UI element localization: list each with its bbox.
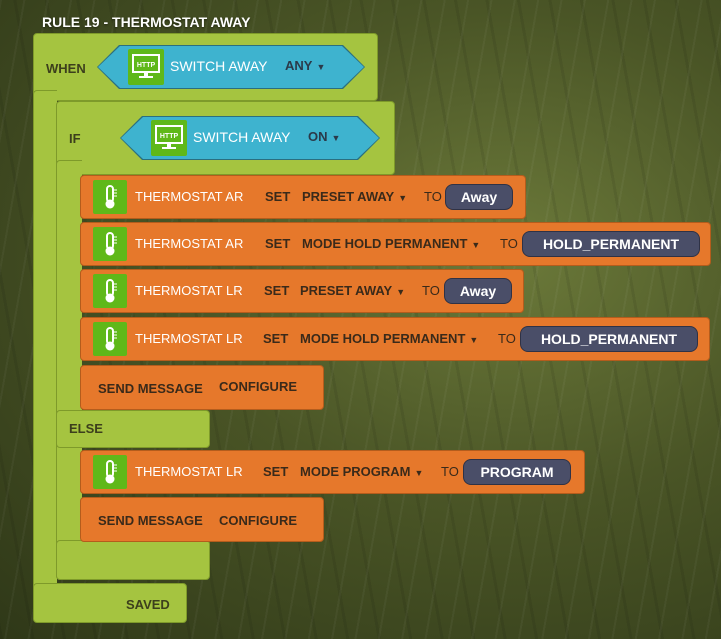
- send-message-block[interactable]: SEND MESSAGE CONFIGURE: [80, 365, 324, 410]
- action-to-label: TO: [500, 236, 518, 251]
- chevron-down-icon: ▼: [396, 287, 406, 297]
- action-device: THERMOSTAT LR: [135, 331, 243, 346]
- chevron-down-icon: ▼: [471, 240, 481, 250]
- action-property-dropdown[interactable]: MODE PROGRAM▼: [300, 464, 423, 479]
- chevron-down-icon: ▼: [414, 468, 424, 478]
- else-block: [56, 410, 210, 448]
- action-block[interactable]: THERMOSTAT AR SET PRESET AWAY▼ TO Away: [80, 175, 526, 219]
- http-monitor-icon: HTTP: [151, 120, 187, 156]
- if-condition-block[interactable]: HTTP SWITCH AWAY ON▼: [121, 117, 379, 159]
- when-trigger-block[interactable]: HTTP SWITCH AWAY ANY▼: [98, 46, 364, 88]
- action-value-field[interactable]: HOLD_PERMANENT: [522, 231, 700, 257]
- send-message-label: SEND MESSAGE: [98, 513, 203, 528]
- if-condition-value: ON: [308, 129, 328, 144]
- action-to-label: TO: [424, 189, 442, 204]
- action-block[interactable]: THERMOSTAT AR SET MODE HOLD PERMANENT▼ T…: [80, 222, 711, 266]
- thermometer-icon: [93, 322, 127, 356]
- action-value-field[interactable]: PROGRAM: [463, 459, 571, 485]
- thermometer-icon: [93, 455, 127, 489]
- when-trigger-device: SWITCH AWAY: [170, 58, 268, 74]
- action-device: THERMOSTAT AR: [135, 236, 244, 251]
- action-block[interactable]: THERMOSTAT LR SET MODE PROGRAM▼ TO PROGR…: [80, 450, 585, 494]
- send-message-block[interactable]: SEND MESSAGE CONFIGURE: [80, 497, 324, 542]
- chevron-down-icon: ▼: [316, 62, 326, 72]
- action-to-label: TO: [441, 464, 459, 479]
- send-message-label: SEND MESSAGE: [98, 381, 203, 396]
- action-property: PRESET AWAY: [302, 189, 395, 204]
- svg-text:HTTP: HTTP: [160, 133, 179, 140]
- action-property: PRESET AWAY: [300, 283, 393, 298]
- action-verb: SET: [263, 464, 289, 479]
- thermometer-icon: [93, 227, 127, 261]
- action-property-dropdown[interactable]: MODE HOLD PERMANENT▼: [302, 236, 480, 251]
- chevron-down-icon: ▼: [331, 133, 341, 143]
- action-device: THERMOSTAT AR: [135, 189, 244, 204]
- action-verb: SET: [265, 189, 291, 204]
- action-property-dropdown[interactable]: PRESET AWAY▼: [302, 189, 407, 204]
- when-block-spine: [33, 90, 57, 620]
- http-monitor-icon: HTTP: [128, 49, 164, 85]
- action-property: MODE HOLD PERMANENT: [302, 236, 468, 251]
- if-block-spine: [56, 160, 82, 580]
- when-label: WHEN: [46, 61, 86, 76]
- action-block[interactable]: THERMOSTAT LR SET MODE HOLD PERMANENT▼ T…: [80, 317, 710, 361]
- send-message-value[interactable]: CONFIGURE: [219, 379, 297, 394]
- action-verb: SET: [264, 283, 290, 298]
- if-label: IF: [69, 131, 81, 146]
- action-property: MODE PROGRAM: [300, 464, 411, 479]
- when-block-footer: [33, 583, 187, 623]
- thermometer-icon: [93, 180, 127, 214]
- thermometer-icon: [93, 274, 127, 308]
- chevron-down-icon: ▼: [398, 193, 408, 203]
- else-label: ELSE: [69, 421, 103, 436]
- action-device: THERMOSTAT LR: [135, 464, 243, 479]
- when-trigger-value: ANY: [285, 58, 313, 73]
- if-condition-value-dropdown[interactable]: ON▼: [308, 129, 340, 144]
- action-block[interactable]: THERMOSTAT LR SET PRESET AWAY▼ TO Away: [80, 269, 524, 313]
- if-block-footer: [56, 540, 210, 580]
- when-trigger-value-dropdown[interactable]: ANY▼: [285, 58, 325, 73]
- if-condition-device: SWITCH AWAY: [193, 129, 291, 145]
- chevron-down-icon: ▼: [469, 335, 479, 345]
- action-property-dropdown[interactable]: MODE HOLD PERMANENT▼: [300, 331, 478, 346]
- rule-title: RULE 19 - THERMOSTAT AWAY: [42, 14, 251, 30]
- action-verb: SET: [263, 331, 289, 346]
- action-value-field[interactable]: Away: [444, 278, 512, 304]
- action-value-field[interactable]: HOLD_PERMANENT: [520, 326, 698, 352]
- send-message-value[interactable]: CONFIGURE: [219, 513, 297, 528]
- action-property-dropdown[interactable]: PRESET AWAY▼: [300, 283, 405, 298]
- action-to-label: TO: [422, 283, 440, 298]
- action-property: MODE HOLD PERMANENT: [300, 331, 466, 346]
- action-verb: SET: [265, 236, 291, 251]
- svg-text:HTTP: HTTP: [137, 62, 156, 69]
- action-device: THERMOSTAT LR: [135, 283, 243, 298]
- saved-status: SAVED: [126, 597, 170, 612]
- action-value-field[interactable]: Away: [445, 184, 513, 210]
- action-to-label: TO: [498, 331, 516, 346]
